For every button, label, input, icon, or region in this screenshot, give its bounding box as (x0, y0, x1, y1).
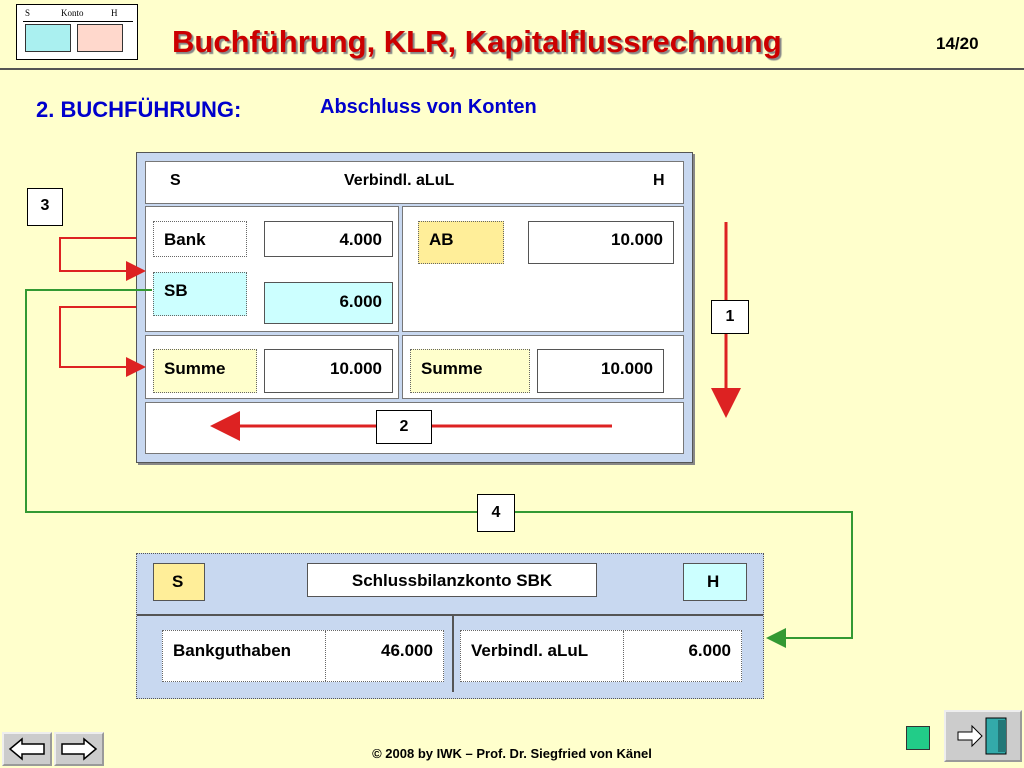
logo-h: H (111, 8, 118, 18)
account-credit-label: H (653, 172, 665, 189)
account-header: S Verbindl. aLuL H (145, 161, 684, 204)
section-heading: 2. BUCHFÜHRUNG: (36, 97, 242, 122)
sb-value-field: 6.000 (264, 282, 393, 324)
arrow-left-icon (8, 737, 45, 761)
account-debit-label: S (170, 172, 181, 189)
exit-button[interactable] (944, 710, 1022, 762)
logo-credit-field (77, 24, 123, 52)
forward-button[interactable] (54, 732, 104, 766)
step-2-badge: 2 (376, 410, 432, 444)
sbk-left-separator (325, 631, 326, 681)
account-title: Verbindl. aLuL (344, 172, 455, 189)
sum-left-value-field: 10.000 (264, 349, 393, 393)
bank-value-field: 4.000 (264, 221, 393, 257)
sum-right-label-field: Summe (410, 349, 530, 393)
sbk-right-value: 6.000 (688, 641, 731, 660)
sbk-left-value: 46.000 (381, 641, 433, 660)
step3-connector-bottom (59, 306, 146, 377)
step-3-badge: 3 (27, 188, 63, 226)
page-title: Buchführung, KLR, Kapitalflussrechnung (172, 24, 782, 59)
header-rule (0, 68, 1024, 70)
sbk-left-label: Bankguthaben (173, 641, 292, 660)
step3-connector-top (59, 237, 146, 281)
konto-logo: S Konto H (16, 4, 138, 60)
sb-label-field: SB (153, 272, 247, 316)
copyright: © 2008 by IWK – Prof. Dr. Siegfried von … (372, 746, 652, 761)
logo-debit-field (25, 24, 71, 52)
sbk-center-divider (452, 616, 454, 692)
exit-door-icon (957, 717, 1007, 755)
logo-konto: Konto (61, 8, 84, 18)
section-subheading: Abschluss von Konten (320, 96, 537, 118)
step-1-badge: 1 (711, 300, 749, 334)
ab-label-field: AB (418, 221, 504, 264)
sbk-left-entry: Bankguthaben 46.000 (162, 630, 444, 682)
sbk-header-rule (137, 614, 763, 616)
sbk-right-separator (623, 631, 624, 681)
sbk-right-label: Verbindl. aLuL (471, 641, 589, 660)
sbk-debit-label: S (153, 563, 205, 601)
step-4-badge: 4 (477, 494, 515, 532)
sum-right-value-field: 10.000 (537, 349, 664, 393)
ab-value-field: 10.000 (528, 221, 674, 264)
back-button[interactable] (2, 732, 52, 766)
home-button[interactable] (906, 726, 930, 750)
page-number: 14/20 (936, 34, 979, 53)
arrow-right-icon (61, 737, 98, 761)
logo-divider (23, 21, 133, 22)
bank-label-field: Bank (153, 221, 247, 257)
logo-s: S (25, 8, 31, 18)
sum-left-label-field: Summe (153, 349, 257, 393)
sbk-right-entry: Verbindl. aLuL 6.000 (460, 630, 742, 682)
sbk-title: Schlussbilanzkonto SBK (307, 563, 597, 597)
sbk-credit-label: H (683, 563, 747, 601)
